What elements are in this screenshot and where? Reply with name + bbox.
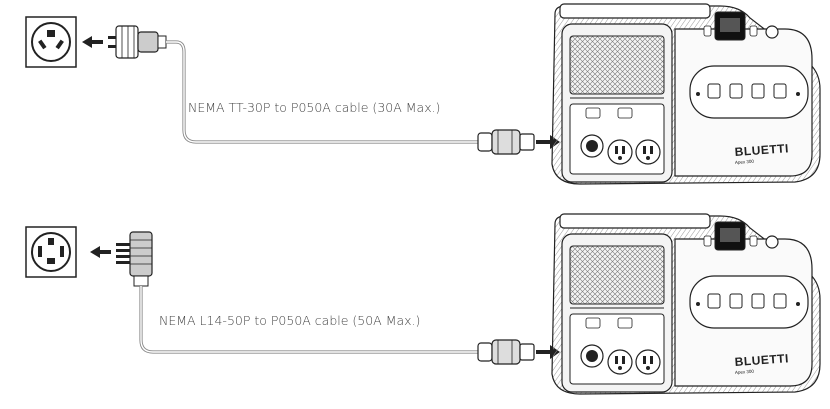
station-model-bottom: Apex 300 xyxy=(735,369,755,375)
arrow-to-receptacle-bottom-icon xyxy=(90,246,111,258)
p050a-connector-bottom-icon xyxy=(477,339,535,365)
power-station-bottom: BLUETTI Apex 300 xyxy=(551,213,821,395)
l1450p-plug-icon xyxy=(116,231,153,287)
cable-caption-bottom: NEMA L14-50P to P050A cable (50A Max.) xyxy=(159,313,420,328)
cable-line-top xyxy=(166,40,478,144)
tt30p-plug-icon xyxy=(108,25,167,59)
station-model-top: Apex 300 xyxy=(735,159,755,165)
power-station-top: BLUETTI Apex 300 xyxy=(551,3,821,185)
tt30-receptacle-icon xyxy=(25,16,77,68)
arrow-to-receptacle-icon xyxy=(82,36,103,48)
top-diagram: NEMA TT-30P to P050A cable (30A Max.) BL… xyxy=(25,3,821,185)
p050a-connector-top-icon xyxy=(477,129,535,155)
station-brand-bottom: BLUETTI xyxy=(734,351,789,369)
station-brand-top: BLUETTI xyxy=(734,141,789,159)
bottom-diagram: NEMA L14-50P to P050A cable (50A Max.) B… xyxy=(25,213,821,395)
cable-caption-top: NEMA TT-30P to P050A cable (30A Max.) xyxy=(188,100,440,115)
l1450-receptacle-icon xyxy=(25,226,77,278)
